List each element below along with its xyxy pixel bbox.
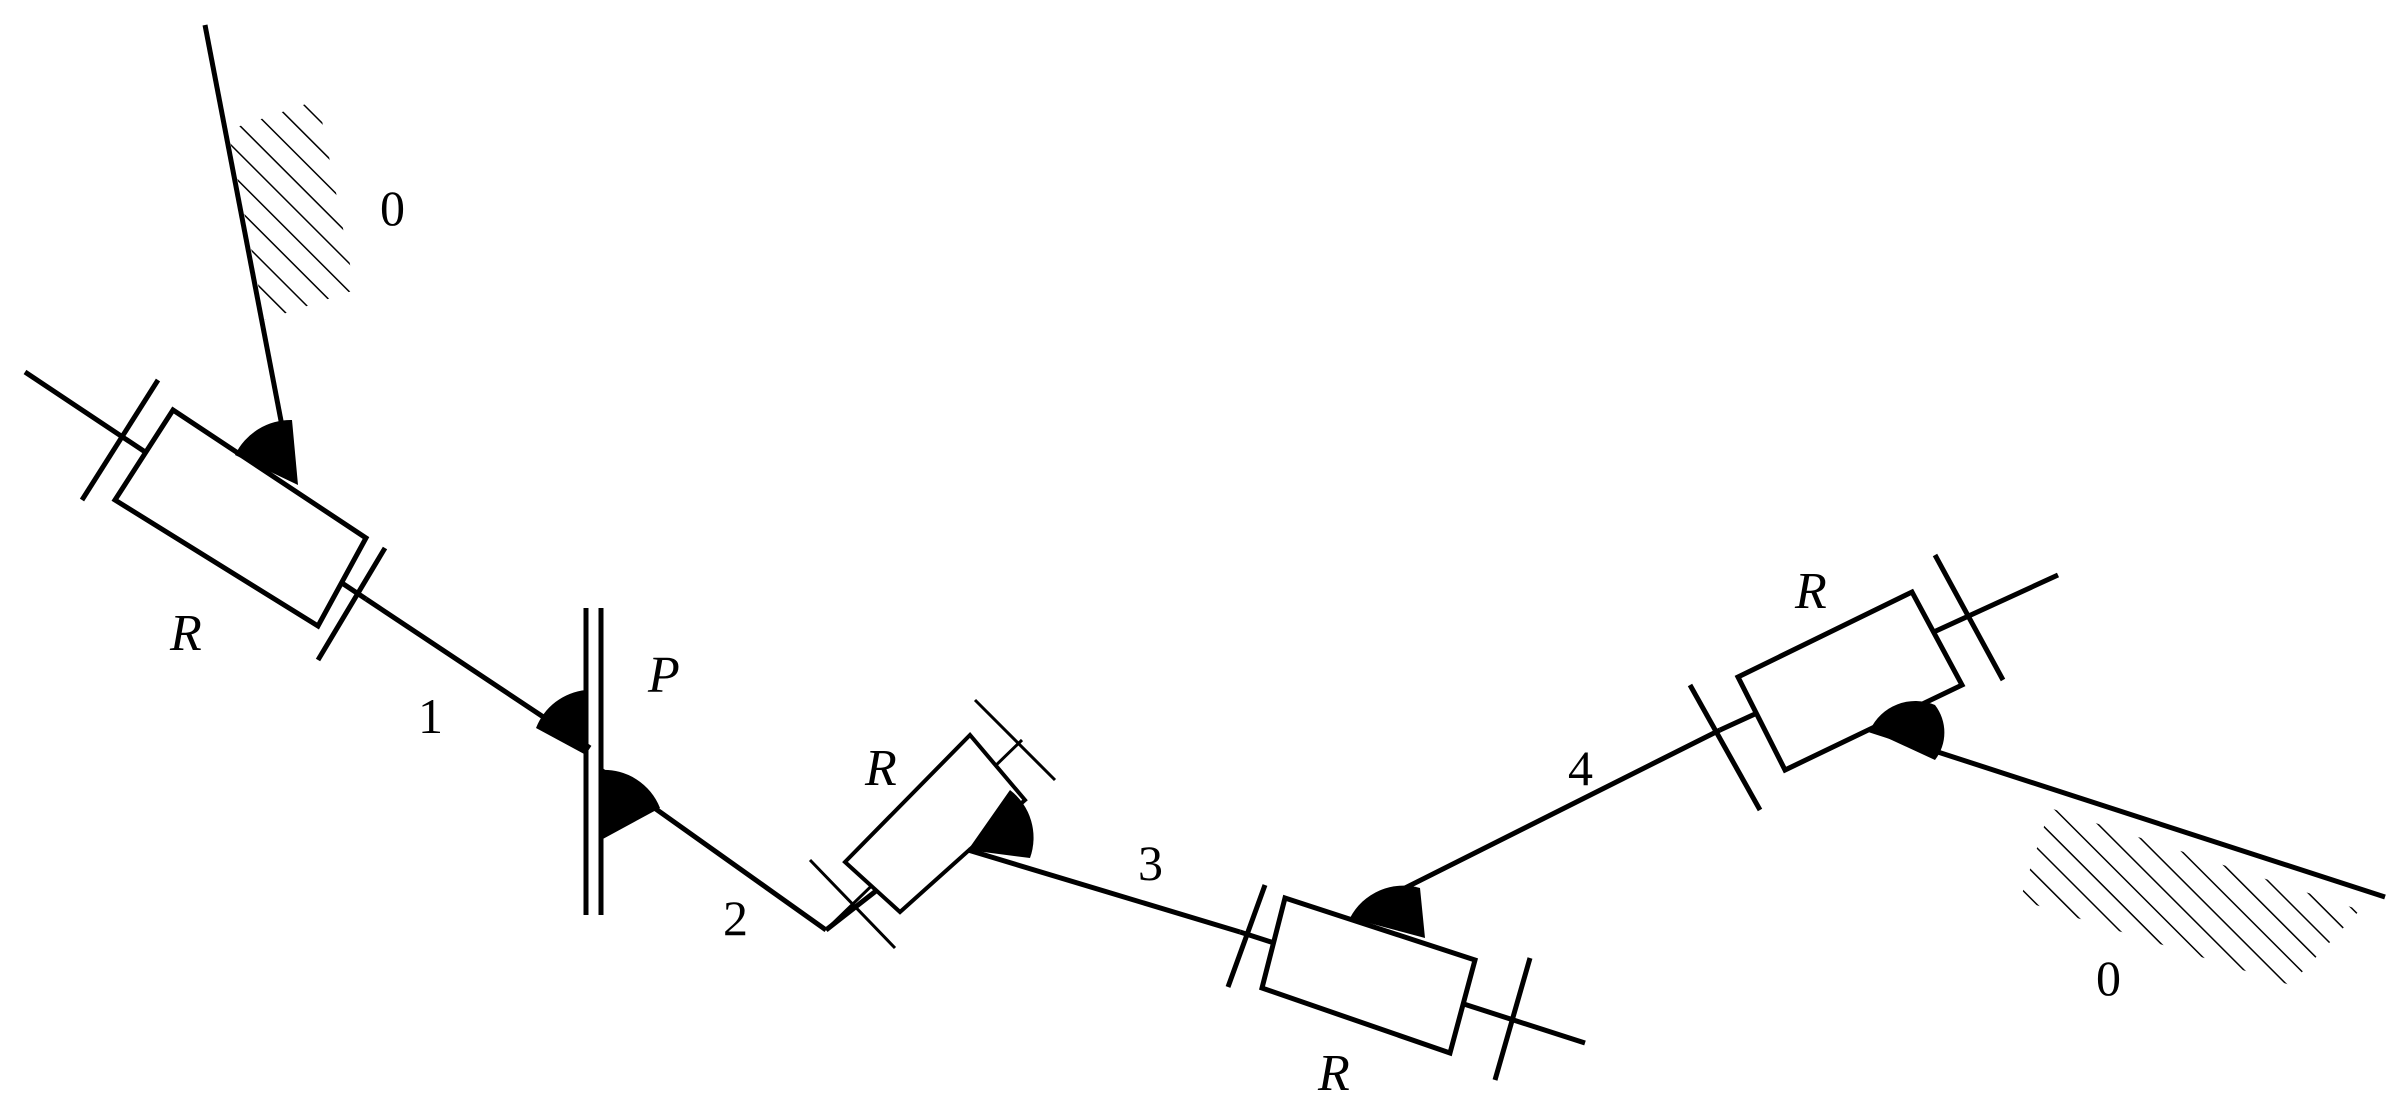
link-2 (599, 767, 828, 933)
label-ground-top: 0 (380, 180, 405, 236)
prismatic-joint (536, 608, 660, 915)
revolute-joint-e (1687, 553, 2060, 812)
revolute-joint-d (1225, 884, 1586, 1081)
joint-e-bearing-right (1932, 553, 2006, 682)
ground-right-link (1869, 727, 2386, 900)
revolute-joint-c (808, 698, 1057, 950)
joint-c-bearing-upper (973, 698, 1057, 782)
joint-d-sleeve (1259, 894, 1479, 1057)
link-4 (1393, 727, 1722, 896)
ground-right-hatching (2020, 808, 2360, 985)
joint-d-weld (1350, 885, 1425, 938)
joint-e-sleeve (1734, 588, 1966, 774)
joint-e-bearing-left (1687, 683, 1763, 812)
joint-c-bearing-lower (808, 858, 897, 950)
joint-d-bearing-left (1225, 884, 1268, 988)
joint-p-weld-lower (601, 769, 660, 840)
label-joint-b: P (647, 647, 680, 704)
joint-d-bearing-right (1492, 957, 1533, 1081)
joint-a-bearing-left (79, 378, 161, 502)
joint-a-weld (235, 419, 298, 485)
joint-p-weld-upper (536, 690, 586, 755)
joint-a-bearing-right (315, 546, 388, 662)
label-joint-d: R (1317, 1045, 1350, 1102)
ground-top-hatching (228, 100, 355, 320)
label-link-4: 4 (1568, 740, 1593, 796)
ground-top (202, 24, 355, 479)
label-link-1: 1 (418, 688, 443, 744)
joint-c-weld (968, 790, 1034, 858)
link-3 (967, 847, 1241, 935)
label-joint-c: R (864, 740, 897, 797)
revolute-joint-a (23, 369, 388, 662)
label-link-3: 3 (1138, 835, 1163, 891)
joint-e-weld (1870, 700, 1945, 760)
label-joint-a: R (169, 605, 202, 662)
label-joint-e: R (1794, 563, 1827, 620)
label-link-2: 2 (723, 890, 748, 946)
joint-c-sleeve (842, 732, 1028, 915)
joint-a-sleeve (111, 406, 370, 630)
ground-top-link (202, 24, 295, 479)
label-ground-right: 0 (2096, 950, 2121, 1006)
ground-right (1869, 727, 2386, 985)
